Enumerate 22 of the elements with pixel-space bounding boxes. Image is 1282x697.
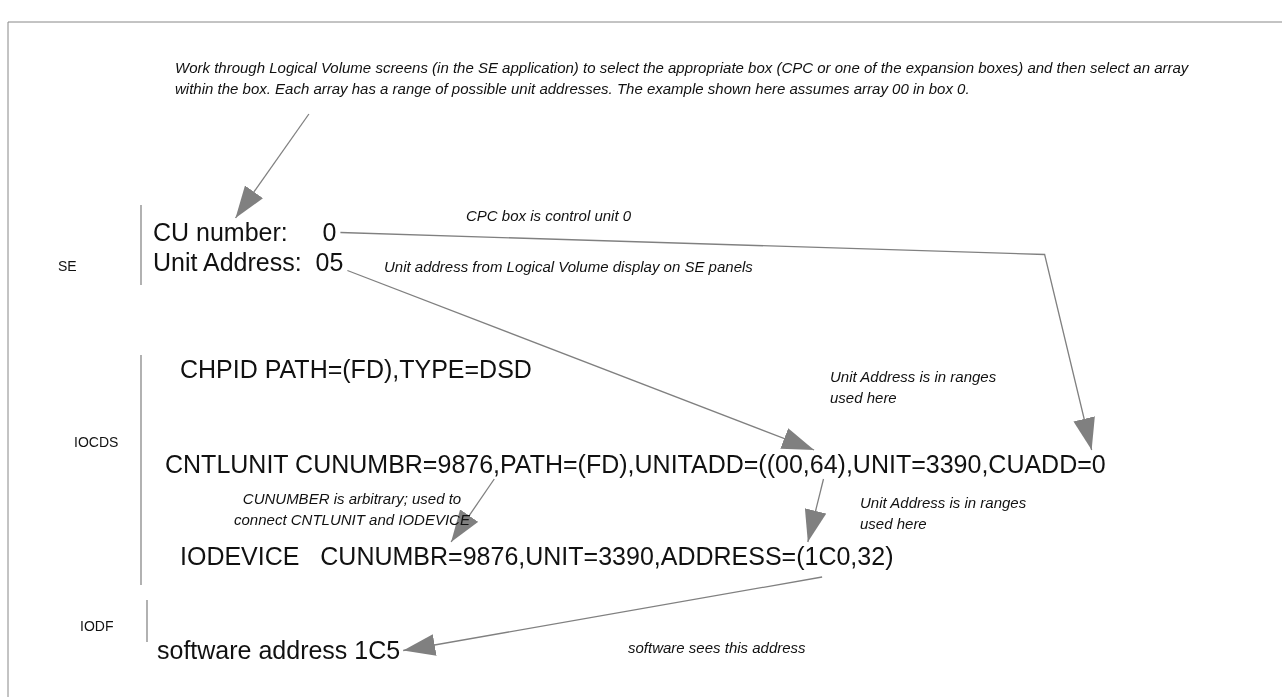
arrow — [346, 269, 815, 453]
arrow — [339, 231, 1098, 451]
statement-text: IODEVICE CUNUMBR=9876,UNIT=3390,ADDRESS=(1C0,32) — [180, 542, 894, 571]
note-text: Unit Address is in ranges used here — [830, 367, 998, 408]
arrow — [234, 113, 310, 219]
field-text: CU number: 0 — [153, 218, 337, 247]
arrow — [402, 576, 823, 658]
statement-text: CNTLUNIT CUNUMBR=9876,PATH=(FD),UNITADD=((00,64),UNIT=3390,CUADD=0 — [165, 450, 1106, 479]
statement-text: CHPID PATH=(FD),TYPE=DSD — [180, 355, 532, 384]
edge-label: Unit Address is in ranges used here — [860, 493, 1028, 534]
edge-label: CUNUMBER is arbitrary; used to connect CNTLUNIT and IODEVICE — [233, 489, 471, 530]
edge-label: CPC box is control unit 0 — [466, 206, 632, 226]
address-text: software address 1C5 — [157, 636, 401, 665]
arrow — [802, 478, 825, 543]
edge-label: Unit address from Logical Volume display on SE panels — [384, 257, 753, 277]
note-text: Work through Logical Volume screens (in the SE application) to select the appropriate box (CPC or one of the expansion boxes) and then select an array within the box. Each array has a range of possible unit addresses. The example shown here assumes array 00 in box 0. — [175, 57, 1205, 99]
field-text: Unit Address: 05 — [153, 248, 344, 277]
section-label: SE — [58, 258, 77, 274]
arrow — [450, 478, 495, 543]
section-label: IODF — [80, 618, 114, 634]
section-label: IOCDS — [74, 434, 119, 450]
edge-label: software sees this address — [628, 638, 806, 658]
